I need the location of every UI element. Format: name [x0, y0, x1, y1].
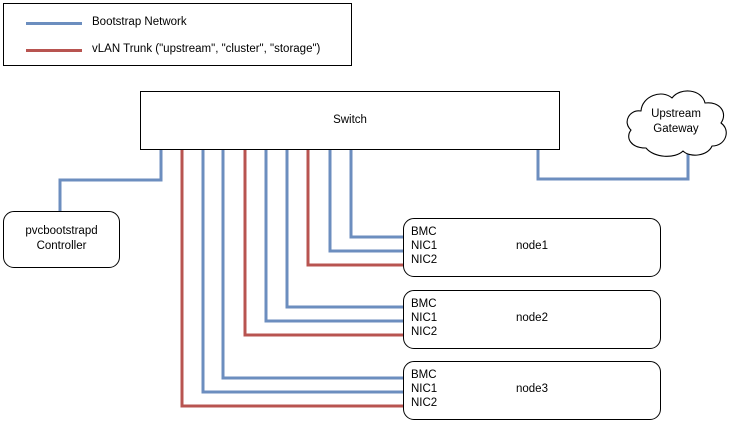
node2-port-bmc: BMC	[411, 298, 437, 310]
legend-label-bootstrap-network: Bootstrap Network	[92, 16, 187, 28]
upstream-gateway-line2: Gateway	[653, 123, 699, 135]
wire-node3-nic1	[201, 150, 404, 394]
wire-node3-bmc	[221, 150, 404, 380]
upstream-gateway-label: Upstream Gateway	[620, 107, 732, 137]
wire-node1-bmc	[349, 150, 404, 239]
node3-ports: BMC NIC1 NIC2	[411, 368, 437, 411]
controller-label-line1: pvcbootstrapd	[25, 225, 98, 237]
wire-node2-nic2	[243, 150, 404, 337]
node2-port-nic1: NIC1	[411, 312, 438, 325]
wire-node1-nic2	[306, 150, 404, 267]
wire-pvcbootstrapd-controller	[58, 150, 163, 212]
wire-node1-nic1	[328, 150, 404, 253]
upstream-gateway-line1: Upstream	[651, 108, 701, 120]
node-box-node2[interactable]: BMC NIC1 NIC2 node2	[403, 290, 661, 349]
node1-ports: BMC NIC1 NIC2	[411, 225, 437, 268]
switch-node[interactable]: Switch	[140, 91, 560, 150]
pvcbootstrapd-controller-node[interactable]: pvcbootstrapd Controller	[3, 211, 120, 268]
node3-name: node3	[516, 383, 548, 395]
node3-port-nic2: NIC2	[411, 397, 438, 410]
controller-label: pvcbootstrapd Controller	[4, 224, 119, 254]
node1-name: node1	[516, 240, 548, 252]
node2-port-nic2: NIC2	[411, 326, 438, 339]
node-box-node3[interactable]: BMC NIC1 NIC2 node3	[403, 361, 661, 420]
controller-label-line2: Controller	[36, 240, 87, 252]
wire-node3-nic2	[180, 150, 404, 408]
node-box-node1[interactable]: BMC NIC1 NIC2 node1	[403, 218, 661, 277]
legend-item-vlan-trunk: vLAN Trunk ("upstream", "cluster", "stor…	[4, 39, 351, 61]
node1-port-bmc: BMC	[411, 226, 437, 238]
legend-label-vlan-trunk: vLAN Trunk ("upstream", "cluster", "stor…	[92, 43, 321, 55]
upstream-gateway-node[interactable]: Upstream Gateway	[620, 86, 732, 162]
node2-ports: BMC NIC1 NIC2	[411, 297, 437, 340]
bootstrap-network-swatch	[26, 22, 82, 25]
node3-port-nic1: NIC1	[411, 383, 438, 396]
wire-node2-nic1	[264, 150, 404, 323]
node1-port-nic1: NIC1	[411, 240, 438, 253]
node3-port-bmc: BMC	[411, 369, 437, 381]
legend-item-bootstrap-network: Bootstrap Network	[4, 12, 351, 34]
node1-port-nic2: NIC2	[411, 254, 438, 267]
switch-label: Switch	[333, 114, 367, 126]
wire-upstream-gateway	[536, 150, 690, 181]
vlan-trunk-swatch	[26, 49, 82, 52]
cloud-icon	[626, 90, 727, 157]
wire-node2-bmc	[285, 150, 404, 309]
node2-name: node2	[516, 312, 548, 324]
legend-box: Bootstrap Network vLAN Trunk ("upstream"…	[3, 3, 352, 66]
